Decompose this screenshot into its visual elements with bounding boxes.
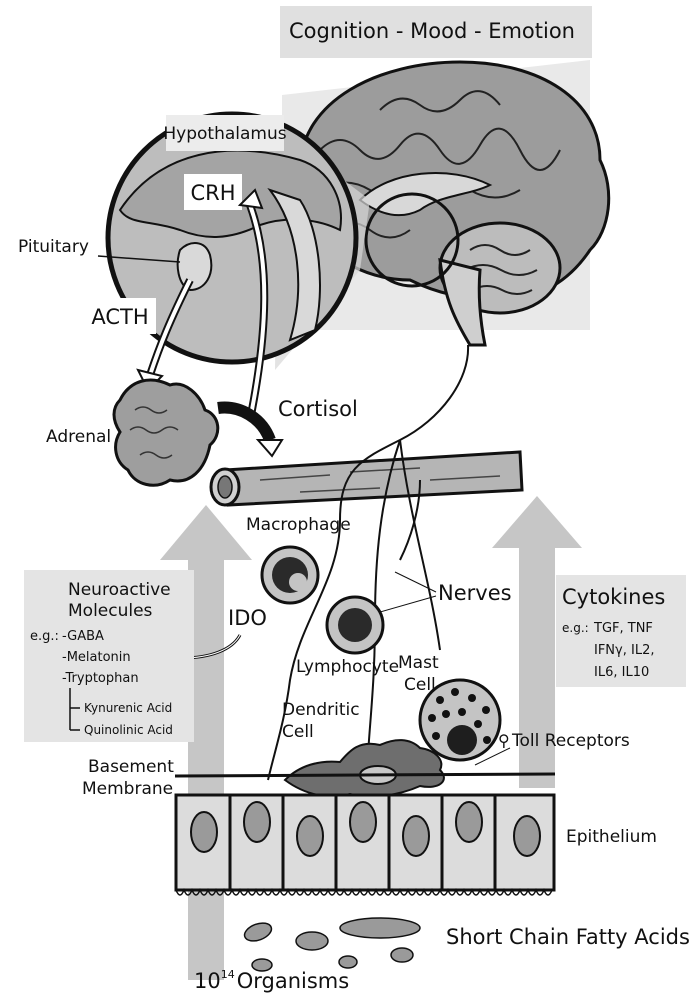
neuroactive-item-melatonin: -Melatonin	[62, 650, 131, 665]
macrophage-cell	[262, 547, 318, 603]
epithelium	[176, 795, 554, 895]
hypothalamus-label: Hypothalamus	[163, 124, 286, 144]
nerves-leader-1	[395, 572, 436, 592]
neuroactive-subitem-quinolinic: Quinolinic Acid	[84, 723, 173, 737]
cytokines-eg: e.g.:	[562, 621, 589, 635]
mast-cell-label-line1: Mast	[398, 653, 439, 673]
basement-membrane-label-line2: Membrane	[82, 779, 173, 799]
basement-membrane-label-line1: Basement	[88, 757, 174, 777]
macrophage-label: Macrophage	[246, 515, 351, 535]
basement-membrane	[175, 774, 555, 776]
dendritic-cell-label-line1: Dendritic	[282, 700, 360, 720]
dendritic-cell-label-line2: Cell	[282, 722, 314, 742]
nerves-label: Nerves	[438, 581, 512, 605]
dendritic-cell	[285, 740, 444, 797]
crh-label: CRH	[190, 181, 235, 205]
toll-receptor-icon: ⚲	[498, 731, 510, 750]
cytokines-title: Cytokines	[562, 585, 665, 609]
diagram-title: Cognition - Mood - Emotion	[289, 19, 575, 43]
epithelium-label: Epithelium	[566, 827, 657, 847]
acth-label: ACTH	[91, 305, 148, 329]
organisms-base: 10	[194, 969, 221, 993]
organisms-count: 1014Organisms	[194, 968, 349, 993]
ido-label: IDO	[228, 606, 267, 630]
neuroactive-title-line2: Molecules	[68, 601, 153, 621]
pituitary-label: Pituitary	[18, 237, 89, 257]
neuroactive-item-tryptophan: -Tryptophan	[62, 671, 139, 686]
cytokines-line-3: IL6, IL10	[594, 665, 649, 680]
mast-cell	[420, 680, 500, 760]
neuroactive-subitem-kynurenic: Kynurenic Acid	[84, 701, 172, 715]
neuroactive-molecules-panel: Neuroactive Molecules e.g.: -GABA -Melat…	[24, 570, 194, 742]
lymphocyte-cell	[327, 597, 383, 653]
cytokines-line-2: IFNγ, IL2,	[594, 643, 654, 658]
adrenal-gland	[114, 380, 218, 485]
scfa-label: Short Chain Fatty Acids	[446, 925, 690, 949]
neuroactive-title-line1: Neuroactive	[68, 580, 171, 600]
cortisol-label: Cortisol	[278, 397, 358, 421]
neuroactive-item-gaba: -GABA	[62, 629, 104, 644]
gut-bacteria	[242, 918, 420, 971]
cytokines-line-1: TGF, TNF	[593, 621, 653, 636]
cytokines-panel: Cytokines e.g.: TGF, TNF IFNγ, IL2, IL6,…	[556, 575, 686, 687]
lymphocyte-label: Lymphocyte	[296, 657, 399, 677]
cortisol-down-arrow	[218, 408, 270, 440]
organisms-exponent: 14	[221, 968, 235, 981]
cortisol-arrowhead	[258, 440, 282, 456]
nerves-leader-2	[380, 596, 436, 612]
organisms-text: Organisms	[237, 969, 349, 993]
neuroactive-eg: e.g.:	[30, 629, 59, 644]
adrenal-label: Adrenal	[46, 427, 111, 447]
blood-vessel	[211, 452, 522, 505]
toll-receptors-label: Toll Receptors	[511, 731, 630, 751]
